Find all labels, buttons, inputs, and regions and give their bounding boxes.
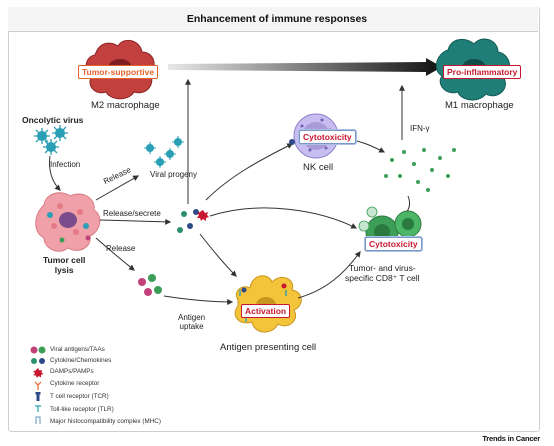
apc-to-tcell-arrow — [297, 251, 361, 299]
m2-tag: Tumor-supportive — [78, 65, 159, 79]
infection-label: Infection — [50, 160, 81, 169]
oncolytic-virus-label: Oncolytic virus — [22, 115, 84, 125]
nk-cell-label: NK cell — [303, 162, 334, 173]
viral-antigen-icon — [30, 346, 46, 354]
tcell-label: Tumor- and virus- specific CD8⁺ T cell — [345, 263, 420, 283]
legend-tcr: T cell receptor (TCR) — [50, 393, 109, 400]
title-bar — [8, 7, 538, 32]
apc-activation-tag: Activation — [241, 304, 291, 318]
antigen-uptake-label: Antigen uptake — [178, 313, 206, 332]
m2-label: M2 macrophage — [91, 100, 160, 111]
legend-cytokine-receptor: Cytokine receptor — [50, 380, 100, 387]
tumor-cell-label: Tumor cell lysis — [43, 255, 86, 275]
figure-title: Enhancement of immune responses — [186, 13, 368, 25]
antigen-cluster-icon — [138, 274, 162, 296]
ifn-gamma-dots — [384, 148, 456, 192]
legend-mhc: Major histocompatibility complex (MHC) — [50, 418, 161, 425]
tcell-cytotoxicity-tag: Cytotoxicity — [365, 237, 422, 251]
damp-icon — [33, 368, 44, 378]
release-antigen-arrow — [95, 237, 135, 271]
viral-progeny-icon — [144, 136, 184, 168]
m2-to-m1-arrow — [168, 58, 442, 76]
cytokine-receptor-icon — [34, 381, 42, 390]
journal-credit: Trends in Cancer — [482, 434, 540, 443]
release-secrete-label: Release/secrete — [103, 209, 161, 218]
release-secrete-arrow — [99, 218, 172, 225]
tumor-cell-shape — [35, 192, 101, 252]
oncolytic-virus-icon — [34, 125, 68, 155]
to-tcell-arrow — [209, 207, 358, 229]
mhc-icon — [35, 416, 41, 424]
release-antigen-label: Release — [106, 244, 136, 253]
release-progeny-arrow — [95, 175, 140, 201]
ifn-gamma-label: IFN-γ — [410, 124, 430, 133]
m1-label: M1 macrophage — [445, 100, 514, 111]
antigen-uptake-arrow — [163, 295, 234, 305]
viral-progeny-label: Viral progeny — [150, 170, 197, 179]
m1-tag: Pro-inflammatory — [443, 65, 522, 79]
infection-arrow — [49, 155, 61, 191]
tcr-icon — [35, 392, 41, 401]
apc-label: Antigen presenting cell — [220, 342, 317, 353]
cytokine-cluster-icon — [177, 209, 209, 233]
legend-viral-antigens: Viral antigens/TAAs — [50, 346, 105, 353]
legend-damps: DAMPs/PAMPs — [50, 368, 94, 375]
cytokine-icon — [31, 358, 45, 364]
legend-tlr: Toll-like receptor (TLR) — [50, 406, 114, 413]
nk-cytotoxicity-tag: Cytotoxicity — [299, 130, 356, 144]
to-nk-arrow — [205, 143, 294, 201]
legend-icons — [30, 346, 46, 424]
to-apc-arrow — [199, 233, 237, 277]
legend-cytokines: Cytokine/Chemokines — [50, 357, 112, 364]
tlr-icon — [35, 405, 41, 412]
